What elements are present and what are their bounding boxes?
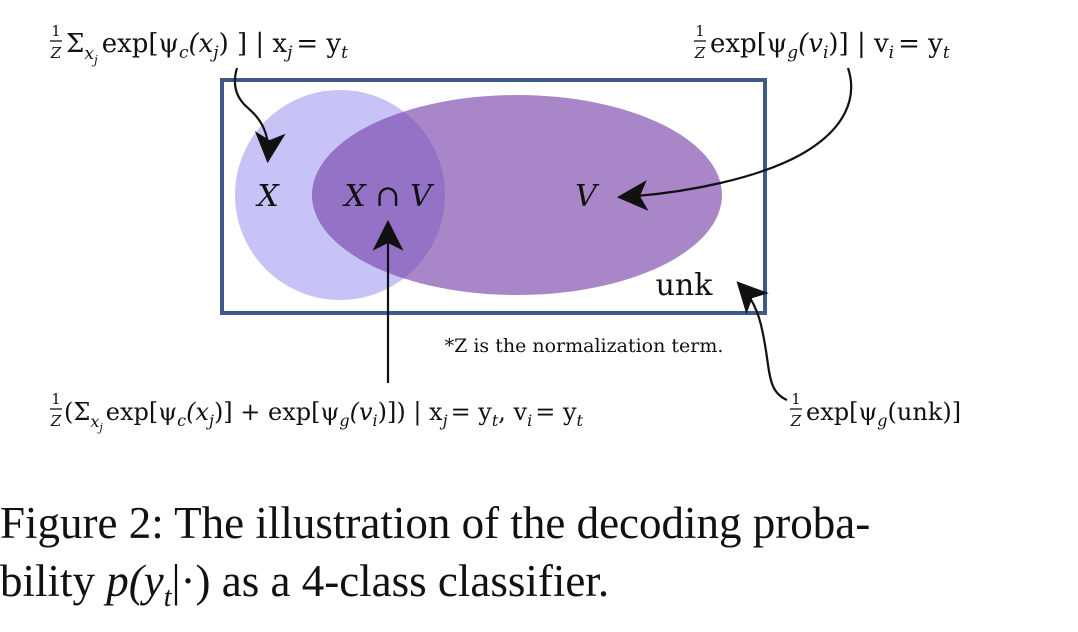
svg-text:exp[ψg(unk)]: exp[ψg(unk)] <box>806 398 961 430</box>
caption-suffix: as a 4-class classifier. <box>210 556 610 606</box>
x-label: X <box>255 179 280 214</box>
figure-caption: Figure 2: The illustration of the decodi… <box>0 494 1078 627</box>
normalization-note: *Z is the normalization term. <box>445 335 724 357</box>
svg-text:1: 1 <box>695 22 705 40</box>
caption-math: p(y <box>106 556 164 606</box>
svg-text:Z: Z <box>50 44 62 62</box>
unk-box <box>220 78 767 315</box>
svg-text:1: 1 <box>51 390 61 408</box>
svg-text:1: 1 <box>51 22 61 40</box>
svg-text:(Σxjexp[ψc(xj)] + exp[ψg(vi)]): (Σxjexp[ψc(xj)] + exp[ψg(vi)]) | xj= yt,… <box>64 398 584 434</box>
arrow-to-v <box>616 67 853 211</box>
caption-prefix: bility <box>0 556 107 606</box>
formula-bottom-left: 1 Z (Σxjexp[ψc(xj)] + exp[ψg(vi)]) | xj=… <box>50 390 584 434</box>
svg-text:Σxjexp[ψc(xj) ] | xj= yt: Σxjexp[ψc(xj) ] | xj= yt <box>66 29 348 67</box>
caption-line-2: bility p(yt|·) as a 4-class classifier. <box>0 552 1078 627</box>
arrow-to-x <box>233 67 286 164</box>
unk-label: unk <box>656 268 714 303</box>
caption-math-sub: t <box>163 582 172 613</box>
svg-text:exp[ψg(vi)] | vi= yt: exp[ψg(vi)] | vi= yt <box>710 29 950 63</box>
intersection-region <box>312 95 445 295</box>
v-label: V <box>575 179 600 214</box>
arrow-to-unk <box>736 281 788 402</box>
svg-text:1: 1 <box>791 390 801 408</box>
svg-text:Z: Z <box>694 44 706 62</box>
formula-top-left: 1 Z Σxjexp[ψc(xj) ] | xj= yt <box>50 22 348 67</box>
formula-top-right: 1 Z exp[ψg(vi)] | vi= yt <box>694 22 950 63</box>
caption-line-1: Figure 2: The illustration of the decodi… <box>0 498 871 548</box>
formula-bottom-right: 1 Z exp[ψg(unk)] <box>790 390 961 430</box>
svg-text:Z: Z <box>50 412 62 430</box>
intersection-label: X ∩ V <box>342 179 435 214</box>
svg-text:Z: Z <box>790 412 802 430</box>
diagram: X X ∩ V V unk *Z is the normalization te… <box>50 22 961 434</box>
caption-math-end: |·) <box>171 556 211 606</box>
